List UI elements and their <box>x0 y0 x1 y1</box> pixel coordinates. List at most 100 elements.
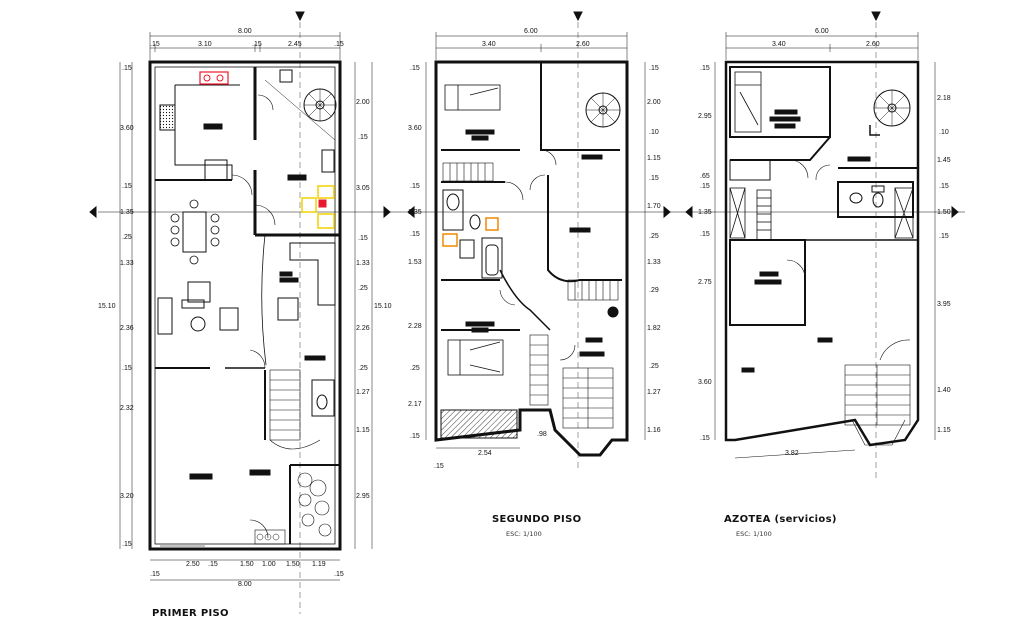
svg-text:.25: .25 <box>122 234 132 241</box>
svg-text:1.33: 1.33 <box>120 260 134 267</box>
garden-planter <box>297 472 332 537</box>
svg-text:.25: .25 <box>358 285 368 292</box>
svg-text:.15: .15 <box>434 463 444 470</box>
bed-azotea <box>734 71 762 133</box>
svg-text:.15: .15 <box>939 233 949 240</box>
svg-text:1.50: 1.50 <box>937 209 951 216</box>
svg-text:.25: .25 <box>410 365 420 372</box>
section-arrow-top <box>295 11 305 22</box>
svg-text:3.20: 3.20 <box>120 493 134 500</box>
svg-text:1.27: 1.27 <box>356 389 370 396</box>
svg-text:.15: .15 <box>358 235 368 242</box>
stair-azotea <box>844 339 911 446</box>
svg-text:.98: .98 <box>537 431 547 438</box>
svg-text:2.50: 2.50 <box>186 561 200 568</box>
svg-text:2.45: 2.45 <box>288 41 302 48</box>
svg-text:.15: .15 <box>410 65 420 72</box>
sink-symbol <box>442 233 458 247</box>
svg-text:6.00: 6.00 <box>524 28 538 35</box>
svg-text:1.70: 1.70 <box>647 203 661 210</box>
svg-text:1.27: 1.27 <box>647 389 661 396</box>
svg-text:.15: .15 <box>649 65 659 72</box>
svg-text:.15: .15 <box>150 571 160 578</box>
svg-text:2.28: 2.28 <box>408 323 422 330</box>
svg-text:15.10: 15.10 <box>98 303 116 310</box>
plan-title-azotea: AZOTEA (servicios) <box>724 514 837 525</box>
svg-text:.15: .15 <box>358 134 368 141</box>
svg-text:3.82: 3.82 <box>785 450 799 457</box>
svg-text:1.82: 1.82 <box>647 325 661 332</box>
svg-text:1.00: 1.00 <box>262 561 276 568</box>
svg-text:2.60: 2.60 <box>866 41 880 48</box>
section-arrow-top <box>871 11 881 22</box>
svg-text:.15: .15 <box>334 41 344 48</box>
svg-text:.15: .15 <box>939 183 949 190</box>
svg-text:.25: .25 <box>649 363 659 370</box>
svg-text:3.40: 3.40 <box>482 41 496 48</box>
svg-text:3.60: 3.60 <box>698 379 712 386</box>
svg-text:.15: .15 <box>700 65 710 72</box>
svg-text:2.26: 2.26 <box>356 325 370 332</box>
plan-segundo-piso <box>390 11 680 470</box>
svg-text:.15: .15 <box>410 183 420 190</box>
outer-wall <box>148 60 342 551</box>
svg-text:.29: .29 <box>649 287 659 294</box>
svg-text:1.19: 1.19 <box>312 561 326 568</box>
svg-text:1.50: 1.50 <box>286 561 300 568</box>
svg-text:1.53: 1.53 <box>408 259 422 266</box>
svg-text:15.10: 15.10 <box>374 303 392 310</box>
svg-text:.15: .15 <box>410 433 420 440</box>
svg-text:.15: .15 <box>334 571 344 578</box>
svg-text:1.35: 1.35 <box>120 209 134 216</box>
sink-symbol <box>199 71 229 85</box>
svg-text:2.95: 2.95 <box>698 113 712 120</box>
svg-text:3.95: 3.95 <box>937 301 951 308</box>
svg-text:.15: .15 <box>122 65 132 72</box>
outer-wall <box>434 60 629 457</box>
svg-text:1.16: 1.16 <box>647 427 661 434</box>
svg-text:1.15: 1.15 <box>356 427 370 434</box>
toilet-symbol <box>317 185 335 199</box>
svg-text:3.60: 3.60 <box>120 125 134 132</box>
plan-scale-azotea: ESC: 1/100 <box>736 530 772 538</box>
svg-text:1.40: 1.40 <box>937 387 951 394</box>
svg-text:2.75: 2.75 <box>698 279 712 286</box>
bed-2 <box>447 339 504 376</box>
svg-text:.15: .15 <box>122 365 132 372</box>
svg-text:3.60: 3.60 <box>408 125 422 132</box>
svg-text:2.00: 2.00 <box>647 99 661 106</box>
plan-title-primer-piso: PRIMER PISO <box>152 608 229 619</box>
svg-text:2.60: 2.60 <box>576 41 590 48</box>
hatched-terrace <box>440 409 518 439</box>
dim-total-width-1: 8.00 <box>238 28 252 35</box>
svg-text:6.00: 6.00 <box>815 28 829 35</box>
bed-1 <box>444 84 501 111</box>
svg-text:.15: .15 <box>122 183 132 190</box>
svg-text:.25: .25 <box>649 233 659 240</box>
plan-primer-piso-dimensions: 8.00 .15 3.10 .15 2.45 .15 .15 2.50 .15 … <box>98 28 392 619</box>
svg-text:3.10: 3.10 <box>198 41 212 48</box>
dining-table <box>182 211 207 253</box>
svg-text:2.00: 2.00 <box>356 99 370 106</box>
section-arrow-top <box>573 11 583 22</box>
plan-title-segundo-piso: SEGUNDO PISO <box>492 514 581 525</box>
svg-text:2.36: 2.36 <box>120 325 134 332</box>
svg-text:.15: .15 <box>208 561 218 568</box>
svg-text:3.05: 3.05 <box>356 185 370 192</box>
svg-text:2.95: 2.95 <box>356 493 370 500</box>
svg-text:.15: .15 <box>410 231 420 238</box>
svg-text:.15: .15 <box>649 175 659 182</box>
plan-primer-piso <box>89 11 391 614</box>
svg-text:2.18: 2.18 <box>937 95 951 102</box>
svg-text:.10: .10 <box>649 129 659 136</box>
svg-text:8.00: 8.00 <box>238 581 252 588</box>
svg-text:.65: .65 <box>700 173 710 180</box>
plan-azotea-dimensions: 6.00 3.40 2.60 .15 2.95 .65 .15 1.35 .15… <box>698 28 951 538</box>
svg-text:.15: .15 <box>150 41 160 48</box>
svg-text:2.32: 2.32 <box>120 405 134 412</box>
svg-text:.15: .15 <box>700 435 710 442</box>
svg-text:.10: .10 <box>939 129 949 136</box>
plan-scale-segundo-piso: ESC: 1/100 <box>506 530 542 538</box>
svg-text:1.33: 1.33 <box>356 260 370 267</box>
